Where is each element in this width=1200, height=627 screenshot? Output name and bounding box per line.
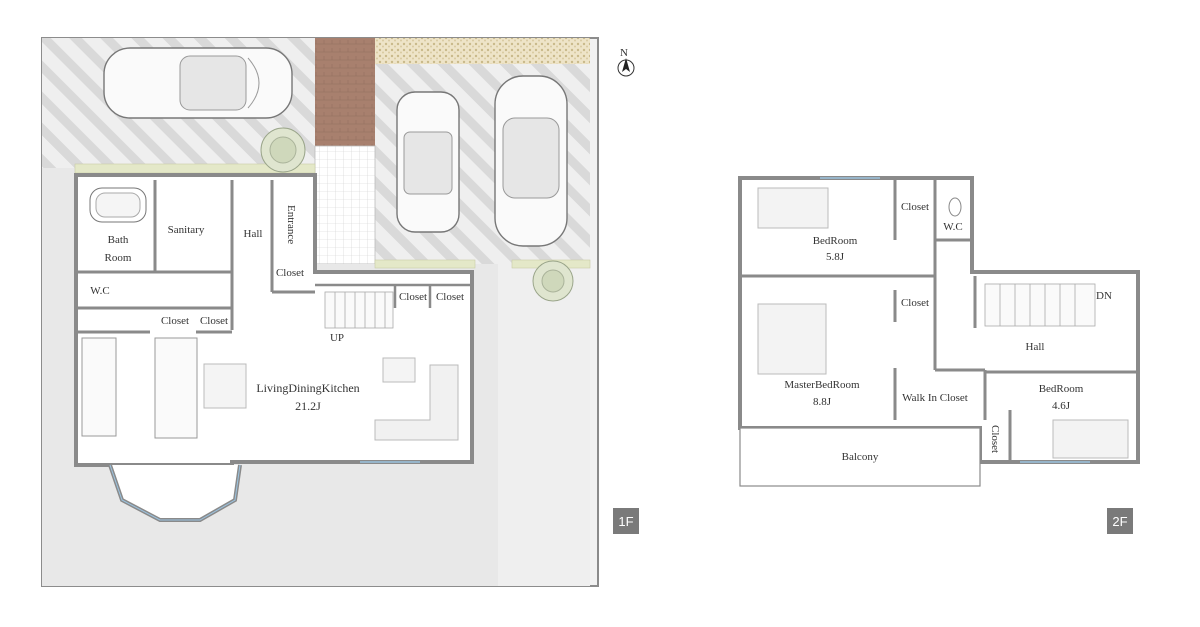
north-label: N [620, 47, 628, 59]
ldk-label: LivingDiningKitchen [256, 381, 359, 395]
floor-2f-badge: 2F [1107, 508, 1133, 534]
shrub-1 [260, 127, 306, 173]
house-1f [74, 173, 474, 522]
car-top [103, 47, 293, 119]
balcony-label: Balcony [842, 451, 879, 463]
balcony [739, 427, 981, 487]
closet3-2f-label: Closet [989, 425, 1001, 453]
bedroom2-size: 4.6J [1052, 400, 1071, 412]
closet2-2f-label: Closet [901, 297, 929, 309]
sanitary-label: Sanitary [168, 224, 205, 236]
master-size: 8.8J [813, 396, 832, 408]
bath-label-2: Room [105, 252, 132, 264]
hall-1f-label: Hall [244, 228, 263, 240]
bedroom1-label: BedRoom [813, 235, 858, 247]
tiled-approach [314, 145, 376, 265]
closet-hall2-label: Closet [200, 315, 228, 327]
wc-2f-label: W.C [943, 221, 962, 233]
closet-stair1-label: Closet [399, 291, 427, 303]
closet1-2f-label: Closet [901, 201, 929, 213]
closet-stair2-label: Closet [436, 291, 464, 303]
labels-1f: Bath Room Sanitary Hall Entrance W.C Clo… [90, 205, 464, 413]
north-arrow-icon: N [617, 47, 635, 77]
gravel-strip [375, 38, 590, 64]
walkin-label: Walk In Closet [902, 392, 968, 404]
wc-1f-label: W.C [90, 285, 109, 297]
bedroom2-label: BedRoom [1039, 383, 1084, 395]
brick-path [315, 38, 375, 146]
shrub-2 [532, 260, 574, 302]
labels-2f: BedRoom 5.8J Closet W.C Closet DN Hall M… [784, 201, 1112, 463]
bath-label-1: Bath [108, 234, 129, 246]
car-right [494, 75, 568, 247]
entrance-label: Entrance [285, 205, 297, 244]
closet-hall1-label: Closet [161, 315, 189, 327]
bedroom1-size: 5.8J [826, 251, 845, 263]
master-label: MasterBedRoom [784, 379, 860, 391]
hall-2f-label: Hall [1026, 341, 1045, 353]
up-label: UP [330, 332, 344, 344]
closet-entrance-label: Closet [276, 267, 304, 279]
dn-label: DN [1096, 290, 1112, 302]
house-2f [738, 176, 1140, 487]
car-middle [396, 91, 460, 233]
floor-1f-badge: 1F [613, 508, 639, 534]
ldk-size: 21.2J [295, 399, 321, 413]
